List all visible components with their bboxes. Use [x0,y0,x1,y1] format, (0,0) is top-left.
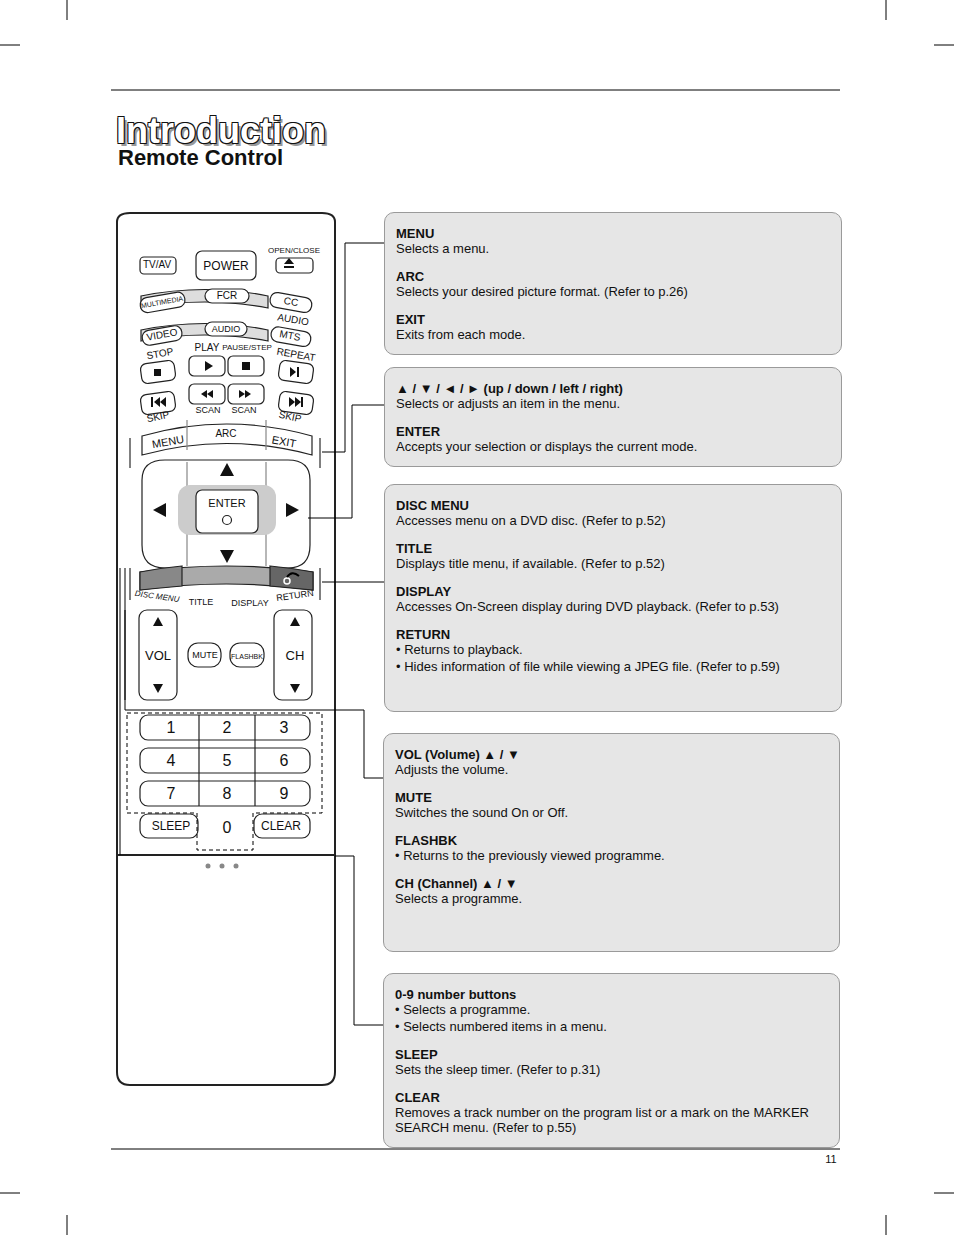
callout-heading: CLEAR [395,1090,828,1105]
number-key: 3 [280,720,289,736]
page-title: Introduction [116,113,326,149]
callout-heading: SLEEP [395,1047,828,1062]
callout-body: Accepts your selection or displays the c… [396,439,830,454]
button-label: VOL [145,649,171,662]
callout-heading: RETURN [396,627,830,642]
page-number: 11 [825,1154,836,1165]
button-label: MUTE [192,651,218,660]
callout-heading: EXIT [396,312,830,327]
number-key: 8 [223,786,232,802]
callout-body: Selects your desired picture format. (Re… [396,284,830,299]
button-label: TV/AV [143,260,171,270]
button-label: ENTER [208,498,245,509]
button-label: SCAN [231,406,256,415]
callout-box: 0-9 number buttons• Selects a programme.… [383,973,840,1148]
callout-body: • Returns to playback. [396,642,830,657]
callout-box: DISC MENUAccesses menu on a DVD disc. (R… [384,484,842,712]
button-label: ARC [215,429,236,439]
callout-body: Selects a menu. [396,241,830,256]
callout-body: Removes a track number on the program li… [395,1105,828,1135]
callout-body: Sets the sleep timer. (Refer to p.31) [395,1062,828,1077]
number-key: 4 [167,753,176,769]
callout-body: • Returns to the previously viewed progr… [395,848,828,863]
button-label: SCAN [195,406,220,415]
callout-body: Switches the sound On or Off. [395,805,828,820]
number-key: 2 [223,720,232,736]
subtitle: Remote Control [118,147,283,169]
button-label: POWER [203,260,248,272]
callout-body: Accesses On-Screen display during DVD pl… [396,599,830,614]
button-label: PAUSE/STEP [222,344,272,352]
callout-heading: FLASHBK [395,833,828,848]
button-label: OPEN/CLOSE [268,247,320,255]
number-key: 7 [167,786,176,802]
callout-heading: 0-9 number buttons [395,987,828,1002]
callout-box: ▲ / ▼ / ◄ / ► (up / down / left / right)… [384,367,842,467]
button-label: CLEAR [261,820,301,832]
button-label: FLASHBK [231,653,263,660]
callout-body: Accesses menu on a DVD disc. (Refer to p… [396,513,830,528]
callout-body: Displays title menu, if available. (Refe… [396,556,830,571]
number-key: 1 [167,720,176,736]
callout-heading: MENU [396,226,830,241]
button-label: DISPLAY [231,599,268,608]
number-key: 9 [280,786,289,802]
button-label: PLAY [195,343,220,353]
callout-body: Selects or adjusts an item in the menu. [396,396,830,411]
button-label: FCR [217,291,238,301]
callout-box: MENUSelects a menu. ARCSelects your desir… [384,212,842,355]
callout-heading: ▲ / ▼ / ◄ / ► (up / down / left / right) [396,381,830,396]
callout-body: • Selects numbered items in a menu. [395,1019,828,1034]
button-label: AUDIO [212,325,241,334]
callout-heading: ARC [396,269,830,284]
callout-heading: VOL (Volume) ▲ / ▼ [395,747,828,762]
callout-heading: DISPLAY [396,584,830,599]
callout-body: Adjusts the volume. [395,762,828,777]
callout-heading: CH (Channel) ▲ / ▼ [395,876,828,891]
callout-heading: TITLE [396,541,830,556]
number-key: 0 [223,820,232,836]
button-label: SLEEP [152,820,191,832]
callout-box: VOL (Volume) ▲ / ▼Adjusts the volume. MUT… [383,733,840,952]
number-key: 5 [223,753,232,769]
callout-heading: MUTE [395,790,828,805]
callout-body: • Selects a programme. [395,1002,828,1017]
callout-heading: ENTER [396,424,830,439]
button-label: TITLE [189,598,214,607]
callout-body: • Hides information of file while viewin… [396,659,830,674]
callout-heading: DISC MENU [396,498,830,513]
number-key: 6 [280,753,289,769]
callout-body: Exits from each mode. [396,327,830,342]
callout-body: Selects a programme. [395,891,828,906]
button-label: CH [286,649,305,662]
